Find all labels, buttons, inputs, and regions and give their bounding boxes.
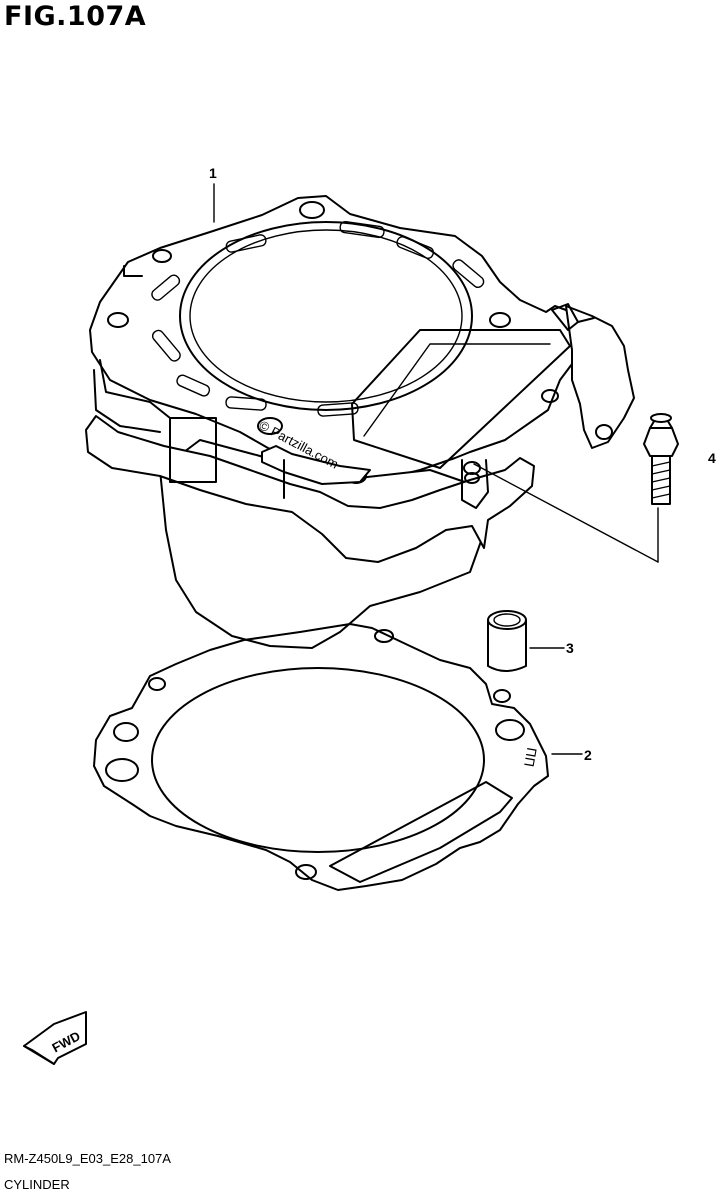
callout-3[interactable]: 3 [566, 640, 574, 656]
gasket-bore [151, 667, 485, 853]
bolt-part[interactable] [643, 413, 679, 505]
dowel-pin-part[interactable] [487, 610, 527, 672]
cylinder-water-outlet [565, 305, 635, 449]
callout-4[interactable]: 4 [708, 450, 716, 466]
figure-code: RM-Z450L9_E03_E28_107A [4, 1151, 171, 1166]
callout-2[interactable]: 2 [584, 747, 592, 763]
cylinder-lower-flange [85, 415, 535, 563]
callout-1[interactable]: 1 [209, 165, 217, 181]
cylinder-top-deck [89, 195, 583, 481]
gasket-chain-slot [329, 781, 513, 883]
figure-caption: CYLINDER [4, 1177, 70, 1192]
gasket-outline [93, 623, 549, 891]
forward-arrow-icon: FWD [23, 1011, 87, 1065]
cylinder-side-block [169, 417, 217, 483]
gasket-stamp: ⵡⵡ [522, 746, 540, 768]
cylinder-bore [179, 221, 473, 411]
cylinder-part[interactable] [85, 195, 635, 649]
leader-lines [213, 183, 659, 755]
cylinder-gasket-part[interactable]: ⵡⵡ [93, 623, 549, 891]
figure-title: FIG.107A [4, 1, 147, 32]
